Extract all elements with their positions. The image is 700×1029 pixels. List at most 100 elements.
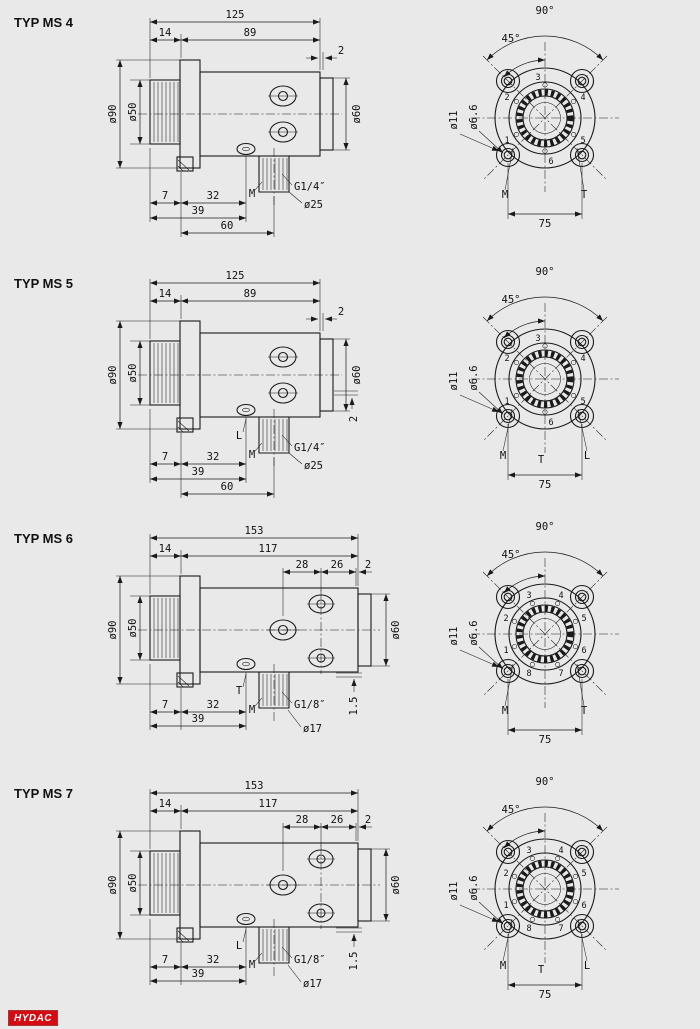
bolt-spacing-label: 75 (539, 479, 552, 491)
dim-b: 32 (207, 699, 220, 711)
row-title: TYP MS 7 (14, 786, 73, 801)
position-number: 1 (504, 397, 509, 407)
port-holes (512, 856, 578, 922)
dim-body-length: 89 (244, 27, 257, 39)
hydac-logo-text: HYDAC (13, 1012, 53, 1024)
dim-body-dia: ø60 (351, 105, 363, 124)
position-number: 6 (581, 901, 586, 911)
port-holes (512, 601, 578, 667)
row-title: TYP MS 6 (14, 531, 73, 546)
motor-outline (138, 320, 342, 467)
port-label-t: T (581, 705, 588, 717)
front-view: 90° 45° ø11 ø6.6 M T 75 1 2 3 4 5 6 7 8 (448, 521, 619, 746)
dim-body-length: 117 (259, 798, 278, 810)
port-holes (513, 82, 577, 154)
dim-flange-dia: ø90 (107, 621, 119, 640)
angle-45-label: 45° (502, 294, 521, 306)
motor-outline (138, 830, 380, 977)
dim-overall-length: 153 (245, 780, 264, 792)
flange-outline (494, 67, 596, 169)
port-thread-label: G1/4″ (294, 181, 326, 193)
motor-outline (138, 59, 342, 206)
position-number: 5 (581, 869, 586, 879)
dim-b: 32 (207, 451, 220, 463)
dim-front-length: 14 (159, 27, 172, 39)
side-dimensions: 125 14 89 2 7 32 39 60 ø90 ø50 ø60 M G1/… (107, 9, 363, 237)
drawing-row-ms4: TYP MS 4 125 14 89 2 (0, 0, 700, 255)
port-label-l: L (236, 940, 242, 952)
position-number: 1 (503, 901, 508, 911)
dim-overall-length: 153 (245, 525, 264, 537)
dim-port-pitch-a: 28 (296, 814, 309, 826)
position-number: 3 (526, 591, 531, 601)
port-label-t: T (236, 685, 243, 697)
front-dimensions: 90° 45° ø11 ø6.6 M T L 75 1 2 3 4 5 6 7 (448, 776, 604, 1001)
front-view: 90° 45° ø11 ø6.6 M T 75 1 2 3 4 5 6 (448, 5, 619, 230)
port-thread-label: G1/4″ (294, 442, 326, 454)
position-numbers: 1 2 3 4 5 6 7 8 (503, 591, 586, 679)
bolt-spacing-label: 75 (539, 218, 552, 230)
dim-c: 39 (192, 205, 205, 217)
position-number: 3 (535, 73, 540, 83)
front-dimensions: 90° 45° ø11 ø6.6 M T 75 1 2 3 4 5 6 7 8 (448, 521, 604, 746)
side-view: 125 14 89 2 7 32 39 60 ø90 ø50 ø60 M G1/… (107, 9, 363, 237)
dim-overall-length: 125 (226, 9, 245, 21)
dim-end-offset: 2 (338, 306, 344, 318)
drawing-row-ms5: TYP MS 5 125 14 89 2 (0, 261, 700, 516)
front-view: 90° 45° ø11 ø6.6 M T L 75 1 2 3 4 5 6 (448, 266, 619, 491)
dim-body-dia: ø60 (351, 366, 363, 385)
position-number: 2 (504, 354, 509, 364)
dim-c: 39 (192, 466, 205, 478)
side-view: 153 14 117 28 26 2 7 32 39 ø90 ø50 ø60 1… (107, 525, 402, 735)
position-number: 8 (526, 669, 531, 679)
dim-c: 39 (192, 968, 205, 980)
dim-flange-dia: ø90 (107, 105, 119, 124)
bolt-thread-dia-label: ø6.6 (468, 104, 480, 129)
angle-45-label: 45° (502, 804, 521, 816)
side-dimensions: 153 14 117 28 26 2 7 32 39 ø90 ø50 ø60 1… (107, 525, 402, 735)
dim-end-offset: 2 (365, 559, 371, 571)
bolt-hole-dia-label: ø11 (448, 111, 460, 130)
position-number: 5 (581, 614, 586, 624)
dim-end-offset: 2 (338, 45, 344, 57)
position-number: 2 (503, 869, 508, 879)
position-number: 7 (558, 669, 563, 679)
position-number: 3 (535, 334, 540, 344)
dim-port-pitch-b: 26 (331, 814, 344, 826)
dim-body-dia: ø60 (390, 621, 402, 640)
front-dimensions: 90° 45° ø11 ø6.6 M T 75 1 2 3 4 5 6 (448, 5, 604, 230)
dim-front-length: 14 (159, 288, 172, 300)
port-dia-label: ø25 (304, 199, 323, 211)
dim-end-offset: 2 (365, 814, 371, 826)
dim-port-offset: 2 (348, 416, 360, 422)
dim-spline-dia: ø50 (127, 619, 139, 638)
dim-port-offset: 1.5 (348, 952, 360, 971)
dim-flange-dia: ø90 (107, 366, 119, 385)
position-numbers: 1 2 3 4 5 6 7 8 (503, 846, 586, 934)
dim-port-pitch-a: 28 (296, 559, 309, 571)
side-view: 125 14 89 2 2 7 32 39 60 ø90 ø50 ø60 L (107, 270, 363, 498)
row-title: TYP MS 4 (14, 15, 74, 30)
position-number: 2 (503, 614, 508, 624)
position-number: 6 (581, 646, 586, 656)
dim-spline-dia: ø50 (127, 874, 139, 893)
angle-90-label: 90° (536, 776, 555, 788)
dim-a: 7 (162, 451, 168, 463)
side-dimensions: 125 14 89 2 2 7 32 39 60 ø90 ø50 ø60 L (107, 270, 363, 498)
port-label-m: M (500, 450, 506, 462)
dim-b: 32 (207, 954, 220, 966)
position-number: 1 (503, 646, 508, 656)
port-label-m: M (249, 449, 255, 461)
drawing-row-ms6: TYP MS 6 153 14 117 28 (0, 516, 700, 771)
position-number: 2 (504, 93, 509, 103)
bolt-hole-dia-label: ø11 (448, 372, 460, 391)
bolt-thread-dia-label: ø6.6 (468, 365, 480, 390)
position-number: 6 (548, 157, 553, 167)
port-thread-label: G1/8″ (294, 954, 326, 966)
position-number: 3 (526, 846, 531, 856)
bolt-thread-dia-label: ø6.6 (468, 620, 480, 645)
dim-spline-dia: ø50 (127, 364, 139, 383)
port-holes (513, 343, 577, 415)
dim-spline-dia: ø50 (127, 103, 139, 122)
angle-90-label: 90° (536, 266, 555, 278)
